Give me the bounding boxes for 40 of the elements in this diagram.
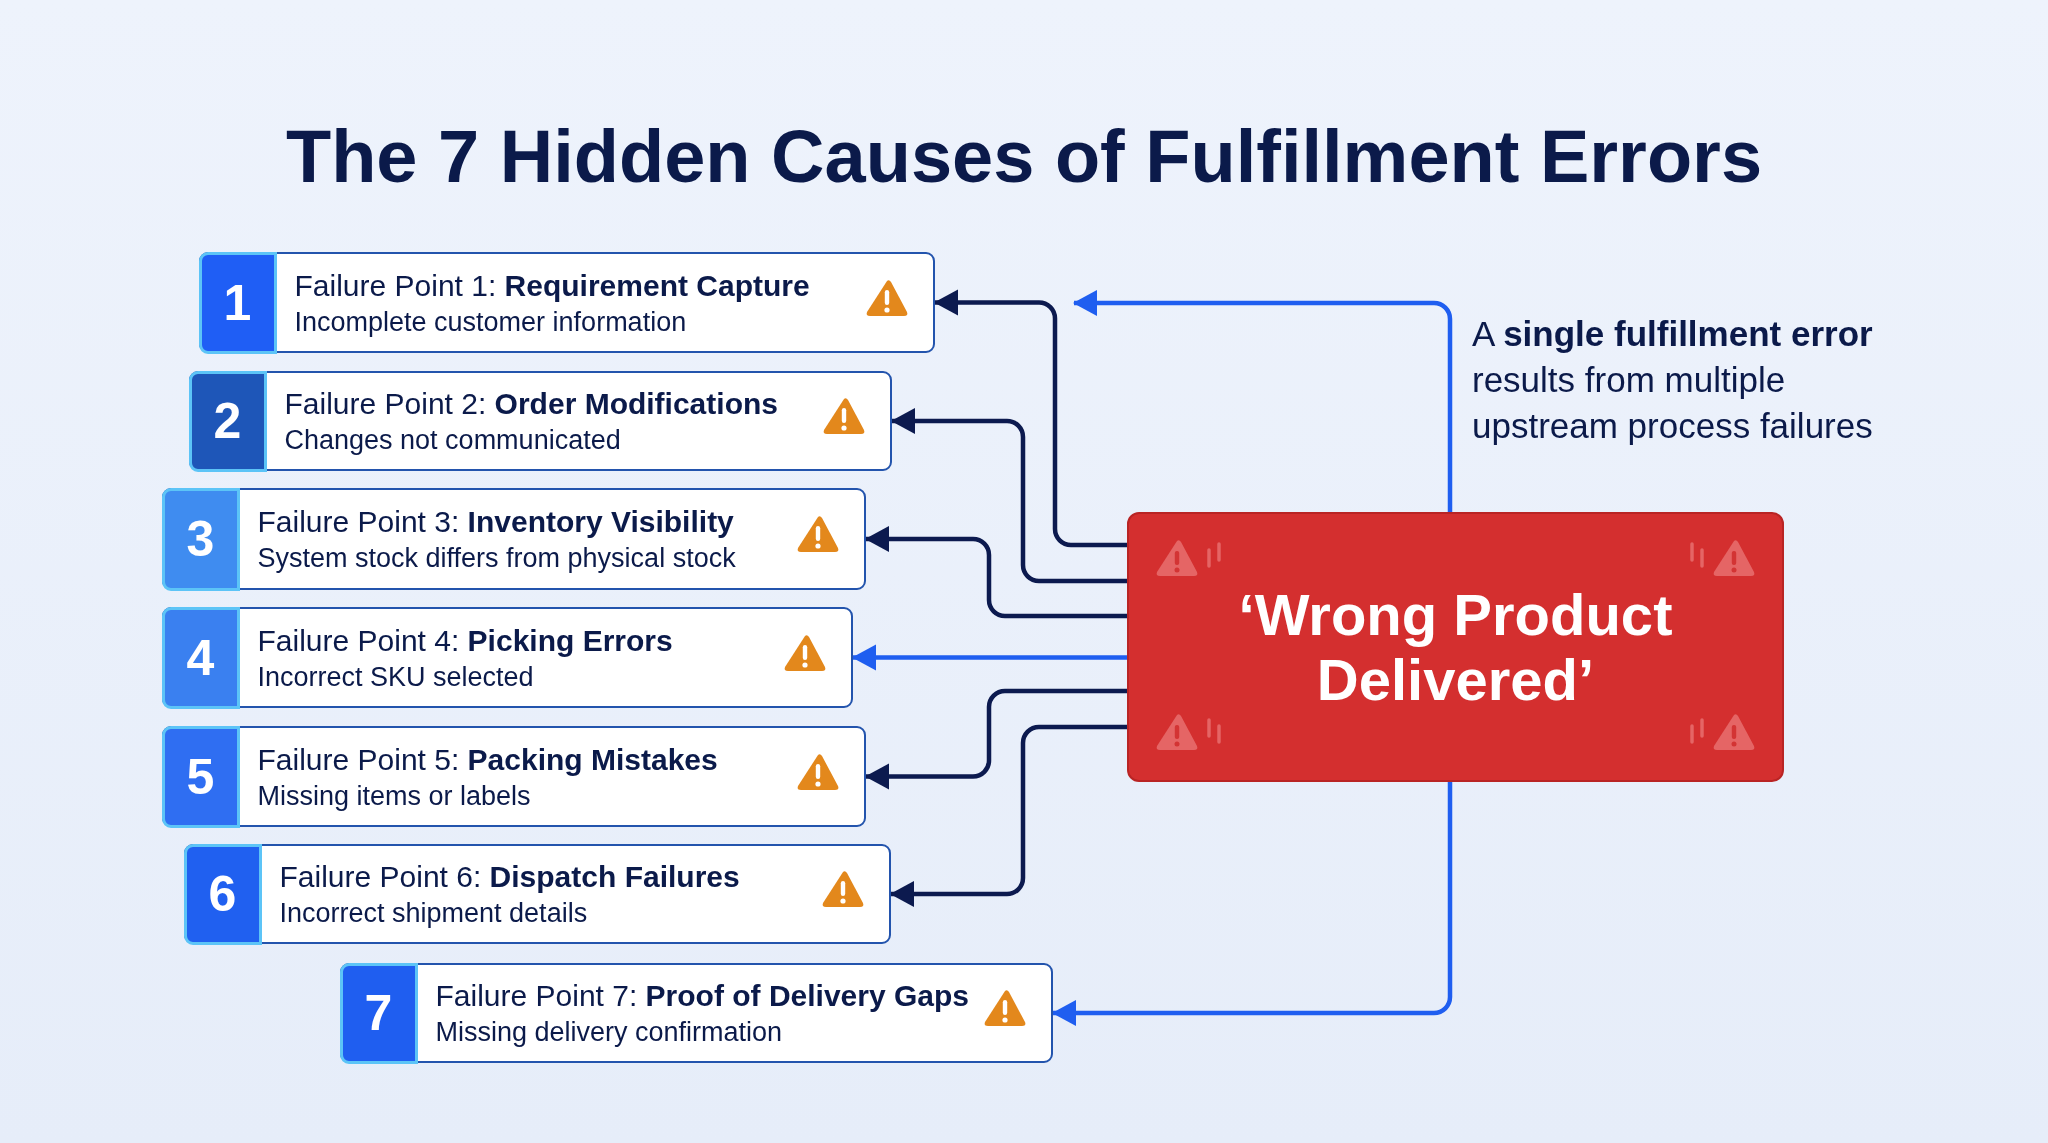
annotation-text: A single fulfillment error results from multiple upstream process failures xyxy=(1472,313,1874,447)
failure-point-card xyxy=(162,726,866,827)
error-box xyxy=(1127,512,1784,782)
card-heading: Failure Point 2: Order Modifications xyxy=(284,386,778,422)
arrow xyxy=(891,408,1127,584)
card-description: Changes not communicated xyxy=(284,424,621,456)
arrow xyxy=(934,289,1127,548)
arrow xyxy=(1073,290,1453,512)
failure-point-card xyxy=(162,607,853,708)
step-number: 2 xyxy=(188,370,267,472)
card-description: System stock differs from physical stock xyxy=(257,542,736,574)
step-number: 5 xyxy=(161,725,240,828)
failure-point-card xyxy=(199,252,935,353)
card-heading: Failure Point 6: Dispatch Failures xyxy=(279,859,740,895)
step-number: 7 xyxy=(339,962,418,1064)
card-description: Incorrect shipment details xyxy=(279,897,588,929)
card-heading: Failure Point 7: Proof of Delivery Gaps xyxy=(435,978,970,1014)
card-description: Missing delivery confirmation xyxy=(435,1016,783,1048)
step-number: 6 xyxy=(183,843,262,945)
title: The 7 Hidden Causes of Fulfillment Errors xyxy=(285,114,1763,200)
step-number: 3 xyxy=(161,487,240,591)
card-description: Missing items or labels xyxy=(257,779,531,812)
card-heading: Failure Point 5: Packing Mistakes xyxy=(257,741,718,778)
step-number: 1 xyxy=(198,251,277,354)
failure-point-card xyxy=(162,488,866,590)
arrow xyxy=(865,526,1127,619)
arrow xyxy=(1052,782,1453,1026)
arrow xyxy=(865,688,1127,790)
failure-point-card xyxy=(189,371,892,471)
failure-point-card xyxy=(184,844,891,944)
card-description: Incorrect SKU selected xyxy=(257,660,534,693)
error-title: ‘Wrong Product Delivered’ xyxy=(1237,582,1674,712)
card-heading: Failure Point 3: Inventory Visibility xyxy=(257,504,734,540)
card-description: Incomplete customer information xyxy=(294,305,687,338)
arrow xyxy=(890,724,1127,907)
card-heading: Failure Point 1: Requirement Capture xyxy=(294,267,810,304)
card-heading: Failure Point 4: Picking Errors xyxy=(257,622,673,659)
failure-point-card xyxy=(340,963,1053,1063)
arrow xyxy=(852,644,1127,671)
step-number: 4 xyxy=(161,606,240,709)
